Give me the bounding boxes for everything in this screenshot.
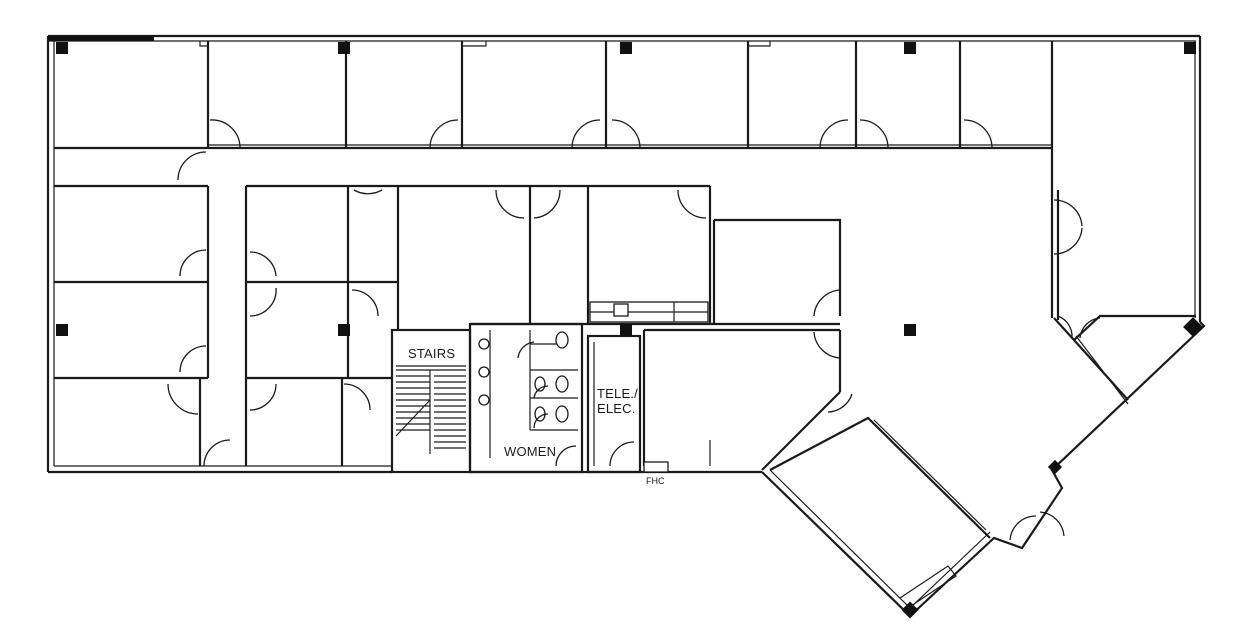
- top-offices: [54, 41, 1054, 190]
- stair-core: [390, 328, 472, 474]
- elec-label: ELEC.: [597, 401, 636, 416]
- door-swings: [167, 119, 1101, 541]
- structural-columns: [48, 36, 1203, 619]
- stair-treads: [395, 369, 466, 449]
- tele-elec-room: [586, 334, 669, 474]
- room-labels: STAIRS WOMEN TELE./ ELEC. FHC: [408, 346, 665, 486]
- women-label: WOMEN: [504, 444, 556, 459]
- fhc-label: FHC: [646, 476, 665, 486]
- womens-restroom: [468, 322, 584, 474]
- right-wing: [769, 190, 1196, 609]
- stairs-label: STAIRS: [408, 346, 455, 361]
- tele-label: TELE./: [597, 386, 638, 401]
- interior-offices: [244, 184, 842, 471]
- left-offices: [54, 184, 210, 466]
- exterior-walls: [46, 34, 1206, 618]
